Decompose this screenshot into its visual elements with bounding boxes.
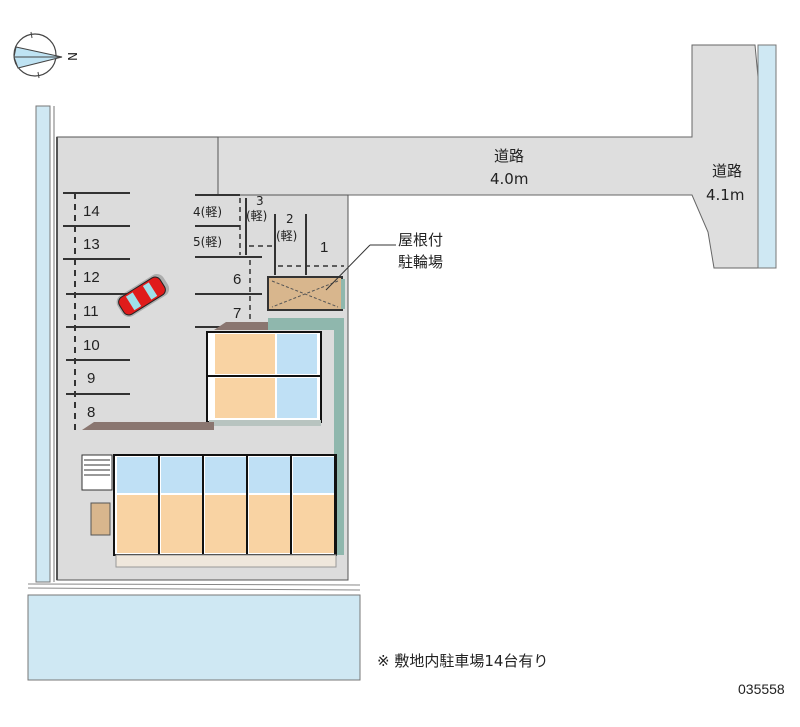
bike-shelter (267, 276, 345, 311)
apartment-unit (249, 455, 292, 555)
space-1: 1 (320, 239, 328, 256)
parking-lines-left (63, 192, 130, 430)
road-main (217, 44, 777, 269)
space-4: 4(軽) (193, 205, 222, 219)
space-6: 6 (233, 271, 241, 288)
apartment-unit (205, 455, 248, 555)
compass-icon: N (13, 31, 79, 79)
car-icon (116, 274, 170, 317)
road-side-width: 4.1m (706, 186, 744, 204)
bike-shelter-label-2: 駐輪場 (398, 253, 443, 271)
apartment-unit (293, 455, 336, 555)
road-side-name: 道路 (712, 162, 742, 180)
space-7: 7 (233, 305, 241, 322)
property-code: 035558 (738, 681, 785, 697)
space-10: 10 (83, 337, 100, 354)
space-3-kei: (軽) (246, 209, 267, 223)
apartment-unit (117, 455, 160, 555)
storage-box (90, 502, 111, 536)
shelter-leader-line (325, 244, 371, 291)
parking-labels: 14 13 12 11 10 9 8 4(軽) 5(軽) 3 (軽) 2 (軽)… (83, 194, 328, 421)
space-14: 14 (83, 203, 100, 220)
space-3-num: 3 (256, 194, 264, 208)
stairs (81, 454, 113, 491)
apartment-unit (161, 455, 204, 555)
road-main-width: 4.0m (490, 170, 528, 188)
space-11: 11 (83, 303, 99, 320)
compass-north-label: N (65, 52, 79, 61)
space-2-num: 2 (286, 212, 294, 226)
space-2-kei: (軽) (276, 229, 297, 243)
space-5: 5(軽) (193, 235, 222, 249)
bottom-channel (27, 594, 361, 681)
lower-building (113, 454, 337, 568)
bike-shelter-label-1: 屋根付 (398, 231, 443, 249)
left-channel (35, 105, 51, 583)
space-13: 13 (83, 236, 100, 253)
right-channel (757, 44, 777, 269)
upper-building (206, 318, 344, 555)
parking-note: ※ 敷地内駐車場14台有り (377, 652, 548, 670)
road-main-name: 道路 (494, 147, 524, 165)
space-9: 9 (87, 370, 95, 387)
space-12: 12 (83, 269, 100, 286)
space-8: 8 (87, 404, 95, 421)
